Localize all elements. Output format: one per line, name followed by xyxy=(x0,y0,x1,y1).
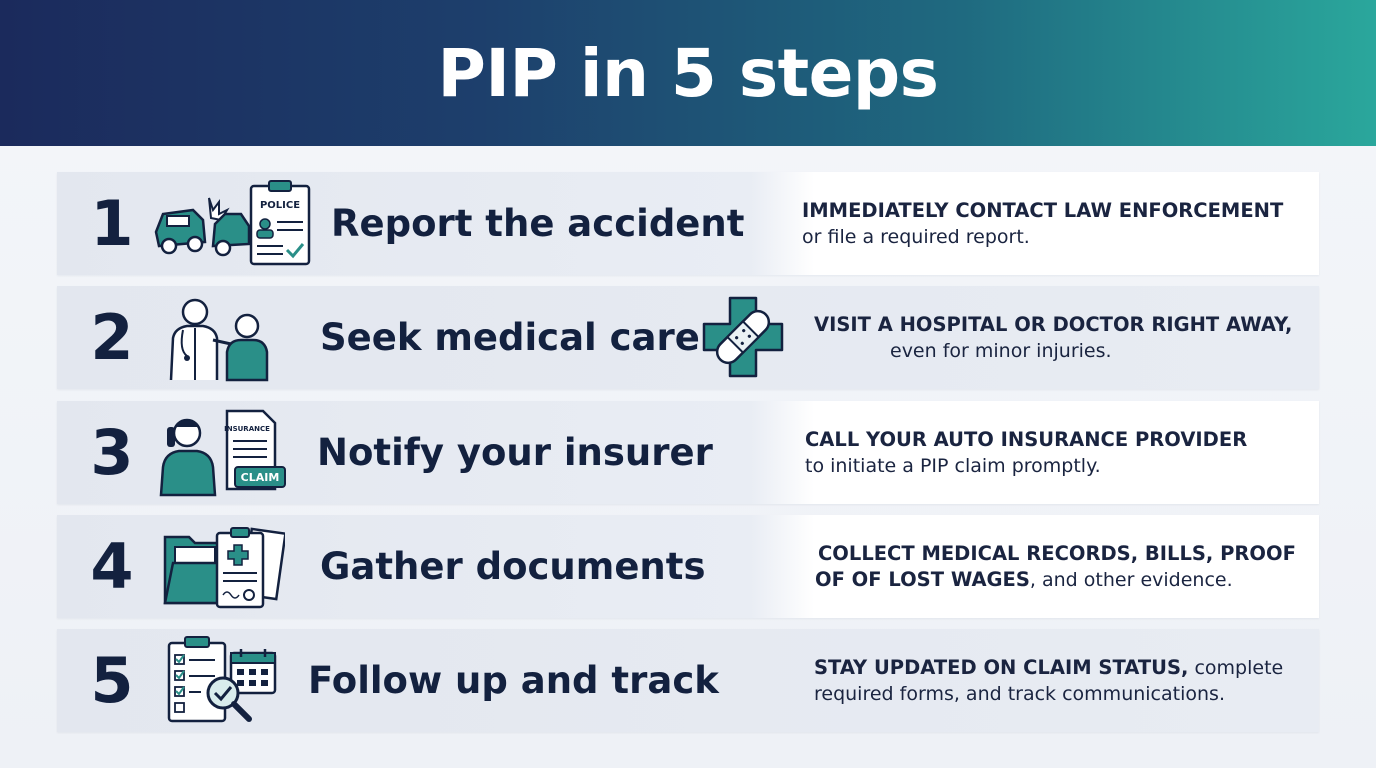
step-row-5: 5 xyxy=(57,629,1319,732)
step-row-2: 2 Seek medical care xyxy=(57,286,1319,389)
desc-bold-2: OF OF LOST WAGES xyxy=(815,567,1030,591)
desc-rest: even for minor injuries. xyxy=(890,339,1112,362)
police-label: POLICE xyxy=(260,200,300,211)
step-title: Follow up and track xyxy=(308,659,719,702)
step-title: Report the accident xyxy=(331,202,745,245)
step-description: VISIT A HOSPITAL OR DOCTOR RIGHT AWAY, e… xyxy=(814,286,1292,389)
desc-bold: STAY UPDATED ON CLAIM STATUS, xyxy=(814,655,1189,679)
claim-badge: CLAIM xyxy=(241,471,280,484)
insurance-label: INSURANCE xyxy=(224,425,270,433)
step-description: STAY UPDATED ON CLAIM STATUS, complete r… xyxy=(814,629,1283,732)
step-number: 1 xyxy=(90,187,134,260)
desc-rest: to initiate a PIP claim promptly. xyxy=(805,454,1101,477)
step-description: COLLECT MEDICAL RECORDS, BILLS, PROOF OF… xyxy=(815,515,1296,618)
phone-call-insurance-claim-icon: INSURANCE CLAIM xyxy=(159,409,286,497)
step-number: 2 xyxy=(90,301,134,374)
desc-rest: complete xyxy=(1188,656,1284,679)
medical-cross-bandage-icon xyxy=(702,296,784,378)
step-title: Notify your insurer xyxy=(317,431,713,474)
car-crash-police-report-icon: POLICE xyxy=(154,180,311,266)
step-description: IMMEDIATELY CONTACT LAW ENFORCEMENT or f… xyxy=(802,172,1283,275)
desc-bold: COLLECT MEDICAL RECORDS, BILLS, PROOF xyxy=(818,541,1296,565)
step-row-3: 3 INSURANCE CLAIM Notify your insurer CA… xyxy=(57,401,1319,504)
desc-bold: IMMEDIATELY CONTACT LAW ENFORCEMENT xyxy=(802,198,1284,222)
desc-rest: or file a required report. xyxy=(802,225,1030,248)
step-description: CALL YOUR AUTO INSURANCE PROVIDER to ini… xyxy=(805,401,1247,504)
step-title: Gather documents xyxy=(320,545,706,588)
step-title: Seek medical care xyxy=(320,316,700,359)
desc-bold: CALL YOUR AUTO INSURANCE PROVIDER xyxy=(805,427,1248,451)
desc-bold: VISIT A HOSPITAL OR DOCTOR RIGHT AWAY, xyxy=(814,312,1293,336)
desc-rest: , and other evidence. xyxy=(1029,568,1233,591)
desc-line-2: required forms, and track communications… xyxy=(814,682,1225,705)
step-row-4: 4 Gather documents COLLECT MEDICAL RECOR… xyxy=(57,515,1319,618)
step-number: 4 xyxy=(90,530,134,603)
folder-documents-icon xyxy=(163,527,285,609)
doctor-patient-icon xyxy=(169,298,269,382)
page-title: PIP in 5 steps xyxy=(437,34,939,112)
step-number: 3 xyxy=(90,416,134,489)
step-row-1: 1 POLICE Report the accident xyxy=(57,172,1319,275)
checklist-calendar-magnifier-icon xyxy=(167,636,277,723)
header-banner: PIP in 5 steps xyxy=(0,0,1376,146)
step-number: 5 xyxy=(90,644,134,717)
